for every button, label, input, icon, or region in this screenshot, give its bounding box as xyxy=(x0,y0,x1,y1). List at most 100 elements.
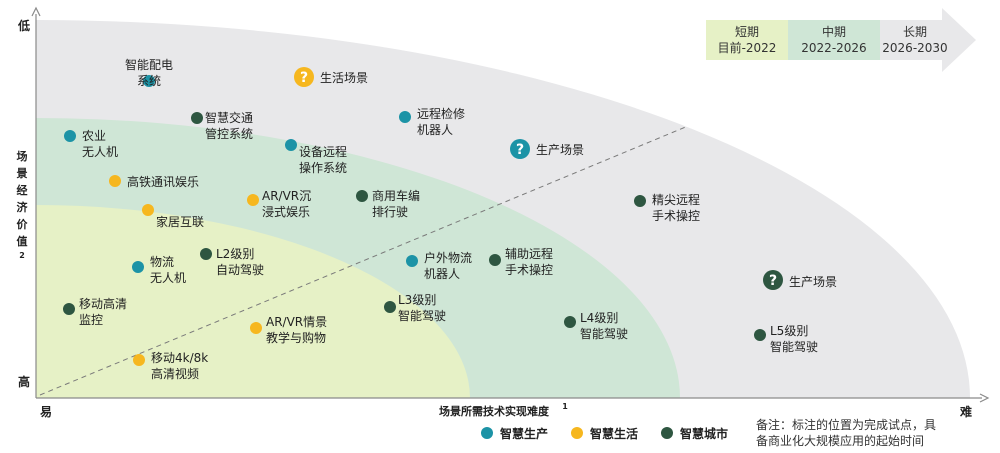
marker-label: 生活场景 xyxy=(320,71,368,85)
timeline-period-years: 2022-2026 xyxy=(801,41,866,55)
marker-label: 家居互联 xyxy=(156,214,204,229)
marker-dot xyxy=(634,195,646,207)
marker-label: 排行驶 xyxy=(372,204,408,219)
marker-label: 监控 xyxy=(79,313,103,327)
timeline-period-years: 目前-2022 xyxy=(718,40,777,55)
legend-dot xyxy=(571,427,583,439)
marker-label: 教学与购物 xyxy=(266,330,326,345)
marker-label: 智能驾驶 xyxy=(580,326,628,341)
marker-label: L3级别 xyxy=(398,293,436,307)
marker-label: 自动驾驶 xyxy=(216,262,264,277)
timeline-period-label: 长期 xyxy=(903,25,927,39)
x-axis-title-superscript: 1 xyxy=(562,402,568,411)
y-axis-low-label: 低 xyxy=(17,18,30,33)
marker-label: 生产场景 xyxy=(789,275,837,289)
marker-dot xyxy=(406,255,418,267)
time-zones xyxy=(36,20,970,398)
legend-item-life: 智慧生活 xyxy=(571,426,638,441)
marker-label: AR/VR沉 xyxy=(262,189,311,203)
y-axis-title-char: 值 xyxy=(17,234,28,248)
marker-label: 远程检修 xyxy=(417,106,465,121)
marker-dot xyxy=(133,354,145,366)
marker-label: 机器人 xyxy=(417,123,453,137)
marker-dot xyxy=(142,204,154,216)
marker-dot xyxy=(399,111,411,123)
marker-dot xyxy=(356,190,368,202)
marker-label: 设备远程 xyxy=(299,144,347,159)
marker-dot xyxy=(132,261,144,273)
x-axis-easy-label: 易 xyxy=(40,405,52,419)
marker-label: 商用车编 xyxy=(372,188,420,203)
question-mark-glyph: ? xyxy=(516,142,524,158)
marker-label: 智能驾驶 xyxy=(770,339,818,354)
marker-dot xyxy=(754,329,766,341)
marker-life: 高铁通讯娱乐 xyxy=(109,174,199,189)
marker-production: ? 生产场景 xyxy=(510,139,584,159)
marker-life: ? 生活场景 xyxy=(294,67,368,87)
question-mark-glyph: ? xyxy=(300,70,308,86)
marker-label: 辅助远程 xyxy=(505,246,553,261)
y-axis-high-label: 高 xyxy=(18,374,30,389)
marker-label: 手术操控 xyxy=(652,208,700,223)
y-axis-title-char: 济 xyxy=(17,200,29,214)
marker-label: L2级别 xyxy=(216,247,254,261)
timeline-segment xyxy=(788,20,880,60)
marker-dot xyxy=(191,112,203,124)
marker-label: 无人机 xyxy=(82,145,118,159)
legend-dot xyxy=(481,427,493,439)
note-line: 备注：标注的位置为完成试点，具 xyxy=(756,417,936,432)
marker-label: 无人机 xyxy=(150,271,186,285)
legend-item-production: 智慧生产 xyxy=(481,426,548,441)
legend-label: 智慧生产 xyxy=(499,426,548,441)
marker-label: 系统 xyxy=(137,74,161,88)
marker-label: 生产场景 xyxy=(536,143,584,157)
markers: 智能配电系统?生活场景智慧交通管控系统远程检修机器人农业无人机设备远程操作系统?… xyxy=(63,57,837,381)
marker-label: 物流 xyxy=(150,255,174,269)
y-axis-title-char: 价 xyxy=(17,218,29,231)
question-icon xyxy=(763,270,783,290)
question-icon xyxy=(510,139,530,159)
note-line: 备商业化大规模应用的起始时间 xyxy=(756,433,924,448)
marker-dot xyxy=(285,139,297,151)
legend-dot xyxy=(661,427,673,439)
marker-label: 智能配电 xyxy=(125,57,173,72)
marker-label: 移动4k/8k xyxy=(151,351,208,365)
marker-label: 手术操控 xyxy=(505,262,553,277)
marker-label: 高清视频 xyxy=(151,366,199,381)
marker-city: ?生产场景 xyxy=(763,270,837,290)
marker-dot xyxy=(64,130,76,142)
marker-dot xyxy=(143,75,155,87)
y-axis-title-superscript: 2 xyxy=(19,251,25,260)
timeline-segment xyxy=(706,20,788,60)
legend-label: 智慧城市 xyxy=(679,426,728,441)
marker-label: 移动高清 xyxy=(79,296,127,311)
legend: 智慧生产 智慧生活 智慧城市 xyxy=(481,426,728,441)
marker-label: 农业 xyxy=(82,129,106,143)
marker-dot xyxy=(109,175,121,187)
y-axis-title-char: 经 xyxy=(17,183,28,197)
marker-label: 机器人 xyxy=(424,267,460,281)
timeline-period-label: 短期 xyxy=(735,25,759,39)
timeline-segment-arrow xyxy=(880,8,976,72)
timeline-period-label: 中期 xyxy=(822,24,846,39)
zone-short-term xyxy=(36,205,470,398)
x-axis-arrow xyxy=(979,393,990,403)
marker-label: 操作系统 xyxy=(299,160,347,175)
legend-item-city: 智慧城市 xyxy=(661,426,728,441)
